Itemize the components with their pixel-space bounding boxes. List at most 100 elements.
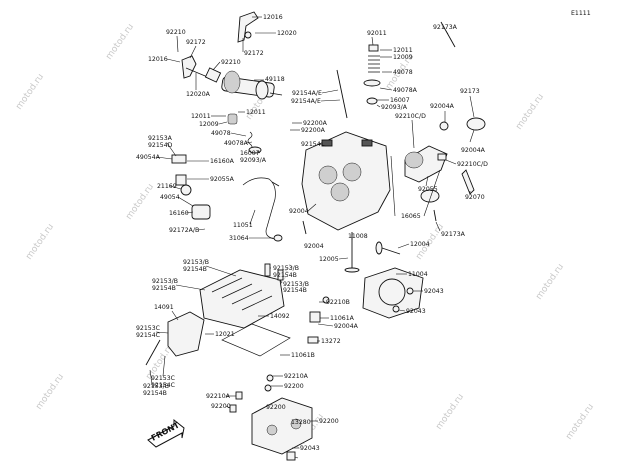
part-label: 31064 (229, 235, 249, 242)
part-label: 92172 (244, 50, 264, 57)
part-label: 12021 (215, 331, 235, 338)
part-label: 16160 (169, 210, 189, 217)
part-label: 12009 (393, 54, 413, 61)
rocker-shaft-end-icon (244, 31, 252, 39)
part-label: 12009 (199, 121, 219, 128)
part-label: 92200 (284, 383, 304, 390)
part-label: 16007 (390, 97, 410, 104)
plug-round-icon (180, 184, 192, 196)
part-label: 12011 (191, 113, 211, 120)
part-label: 92153C (136, 325, 160, 332)
svg-text:motod.ru: motod.ru (24, 222, 56, 262)
part-label: 92200 (319, 418, 339, 425)
bracket-icon (171, 154, 187, 164)
part-label: 92154A/E (292, 90, 322, 97)
part-label: 92093/A (240, 157, 267, 164)
svg-text:motod.ru: motod.ru (514, 92, 546, 132)
part-label: 92210 (166, 29, 186, 36)
part-label: 92200A (301, 127, 326, 134)
tensioner-body-icon (191, 204, 211, 220)
pin-small-icon (271, 181, 280, 187)
part-label: 11004 (408, 271, 428, 278)
part-label: 92153/B (143, 383, 169, 390)
svg-text:motod.ru: motod.ru (124, 182, 156, 222)
part-label: 14091 (154, 304, 174, 311)
oil-seal-icon (366, 97, 378, 105)
stud-icon (336, 69, 348, 119)
part-shapes (145, 11, 486, 461)
plug-icon (439, 121, 449, 131)
oil-pipe-icon (242, 177, 276, 240)
part-label: 92173 (460, 88, 480, 95)
part-label: 92055 (418, 186, 438, 193)
part-label: 11061A (330, 315, 355, 322)
part-label: 92055A (210, 176, 235, 183)
washer-icon (266, 374, 274, 382)
stud-long-icon (440, 21, 456, 48)
part-label: 14092 (270, 313, 290, 320)
part-label: 92153A (148, 135, 173, 142)
pin-icon (235, 391, 243, 400)
washer-3-icon (322, 296, 330, 304)
part-label: 92172 (186, 39, 206, 46)
svg-text:motod.ru: motod.ru (434, 392, 466, 432)
part-label: 92210A (284, 373, 309, 380)
head-cover-icon (199, 269, 285, 329)
diagram-code: E1111 (571, 10, 591, 17)
part-label: 92210B (326, 299, 350, 306)
keeper-icon (368, 44, 379, 52)
part-label: 11051 (233, 222, 253, 229)
part-label: 12016 (148, 56, 168, 63)
rocker-arm-left-icon (181, 55, 197, 79)
valve-spring-retainer-icon (227, 113, 238, 125)
hose-clamp-icon (466, 117, 486, 131)
part-label: 92154 (301, 141, 321, 148)
part-label: 12016 (263, 14, 283, 21)
part-label: 92004A (334, 323, 359, 330)
spring-seat-icon (363, 79, 381, 87)
stud-small-icon (264, 263, 271, 277)
cover-gasket-icon (221, 323, 291, 357)
cylinder-head-icon (301, 131, 391, 231)
part-label: 49078 (393, 69, 413, 76)
part-label: 16065 (401, 213, 421, 220)
part-label: 16160A (210, 158, 235, 165)
part-label: 12020 (277, 30, 297, 37)
watermark-layer: motod.ru motod.ru motod.ru motod.ru moto… (14, 22, 596, 452)
insulator-icon (420, 189, 440, 203)
svg-text:motod.ru: motod.ru (534, 262, 566, 302)
part-label: 92154B (273, 272, 297, 279)
shaft-pin-icon (204, 67, 222, 83)
bolt-head-icon (286, 451, 296, 461)
part-label: 92173A (441, 231, 466, 238)
part-label: 11061B (291, 352, 315, 359)
svg-text:motod.ru: motod.ru (104, 22, 136, 62)
svg-text:motod.ru: motod.ru (564, 402, 596, 442)
part-label: 16007 (240, 150, 260, 157)
front-arrow: FRONT (147, 418, 185, 448)
part-label: 92004A (461, 147, 486, 154)
part-label: 92011 (367, 30, 387, 37)
camshaft-holder-icon (251, 397, 313, 455)
part-label: 92153C (151, 375, 175, 382)
part-label: 92200 (211, 403, 231, 410)
part-label: 92154D (148, 142, 173, 149)
svg-text:motod.ru: motod.ru (34, 372, 66, 412)
bolt-long-icon (145, 339, 161, 366)
part-label: 12004 (410, 241, 430, 248)
part-label: 49078 (211, 130, 231, 137)
part-label: 12011 (246, 109, 266, 116)
part-label: 92153/B (183, 259, 209, 266)
breather-cover-icon (167, 311, 205, 357)
rocker-arm-icon (237, 11, 259, 43)
part-label: 92043 (406, 308, 426, 315)
part-label: 49078A (393, 87, 418, 94)
pin-small-2-icon (302, 220, 307, 235)
camshaft-icon (221, 70, 283, 100)
part-label: 92154B (183, 266, 207, 273)
part-label: 49054 (160, 194, 180, 201)
spring-right-icon (368, 55, 380, 73)
part-label: 92200A (303, 120, 328, 127)
part-label: 92154C (136, 332, 160, 339)
